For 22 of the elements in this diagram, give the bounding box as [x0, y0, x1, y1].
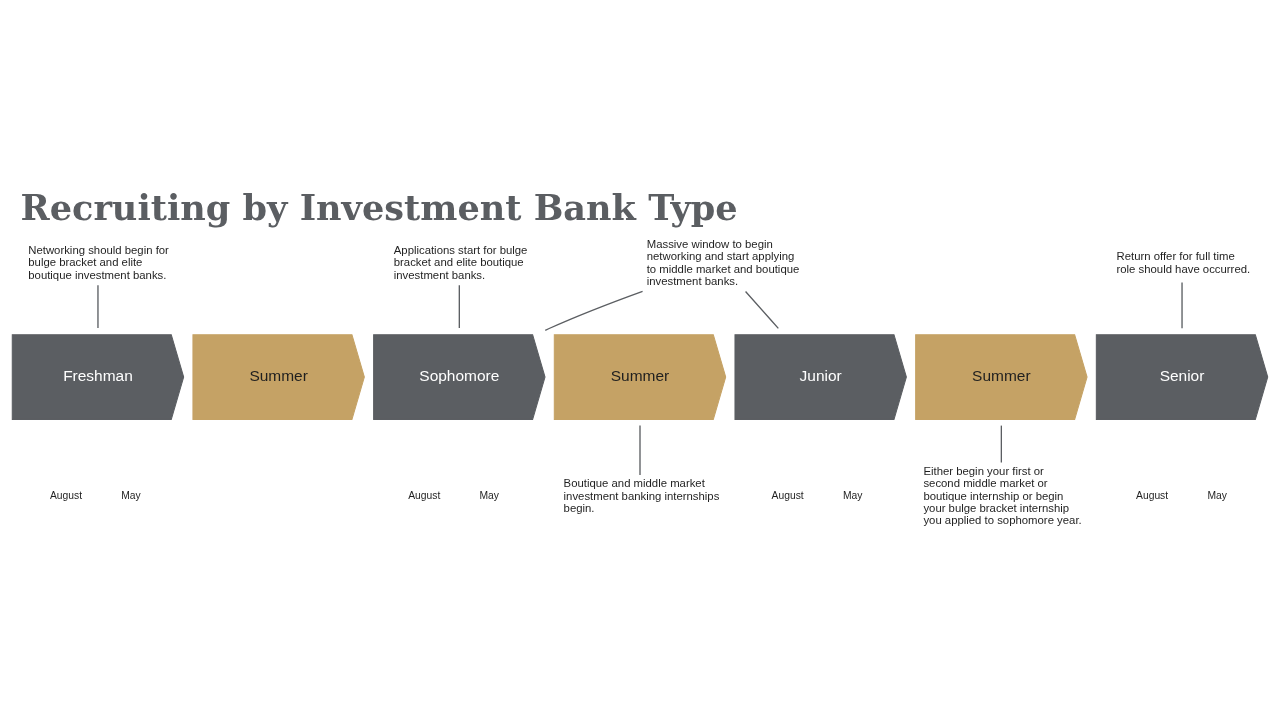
node-label: May [842, 490, 863, 502]
node-text: Massive window to begin networking and start applying to middle market and boutique investment banks. [646, 237, 800, 287]
node-label: August [49, 490, 83, 502]
node-text: Applications start for bulge bracket and elite boutique investment banks. [393, 243, 528, 281]
node-label: May [121, 490, 141, 502]
diagram-title: Recruiting by Investment Bank Type [20, 187, 738, 229]
node-label: May [479, 490, 499, 502]
connector [1181, 281, 1183, 329]
node-text: Return offer for full time role should have occurred. [1116, 250, 1251, 275]
connector [544, 290, 644, 331]
connector [458, 284, 460, 329]
node-label: August [408, 490, 441, 502]
connector [1000, 424, 1003, 464]
node-text: Networking should begin for bulge bracket and elite boutique investment banks. [28, 243, 169, 281]
node-text: Boutique and middle market investment banking internships begin. [563, 477, 720, 515]
connector [97, 284, 99, 329]
node-label: August [1136, 490, 1169, 502]
node-label: August [771, 490, 804, 502]
connector [639, 424, 641, 476]
node-label: May [1207, 490, 1227, 502]
connector [744, 290, 779, 330]
node-text: Either begin your first or second middle market or boutique internship or begin your bulge bracket internship you applied to sophomore year. [923, 464, 1082, 527]
